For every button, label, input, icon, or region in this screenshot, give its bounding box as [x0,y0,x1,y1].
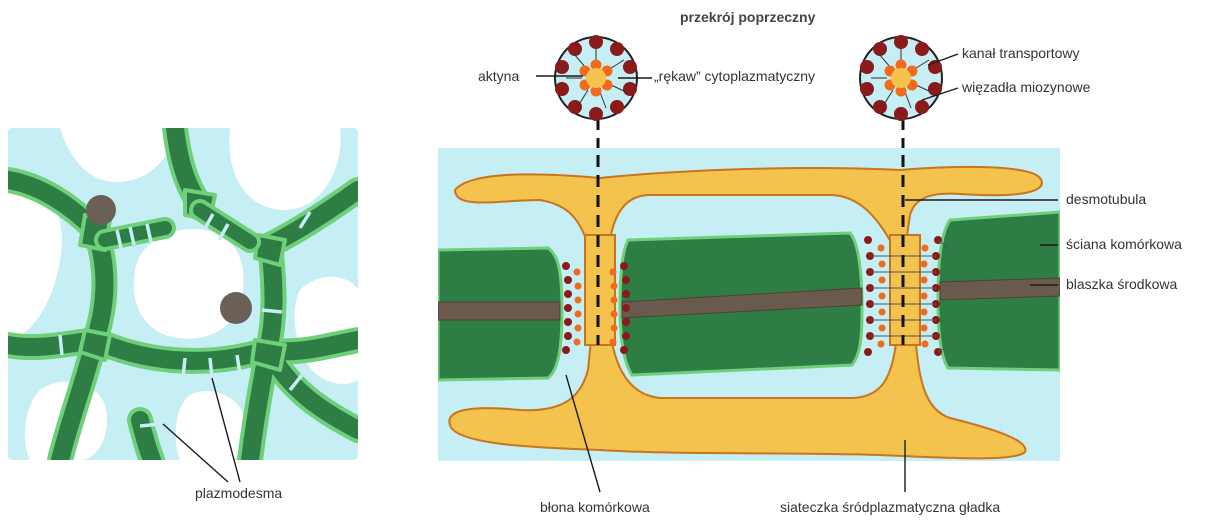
rekaw-label: „rękaw” cytoplazmatyczny [654,68,815,84]
desmotubula-label: desmotubula [1066,191,1146,207]
siateczka-label: siateczka śródplazmatyczna gładka [780,499,1000,515]
er-channel-left [585,235,615,345]
kanal-label: kanał transportowy [962,45,1080,61]
tissue-overview-panel: plazmodesma [8,128,358,501]
nucleus [86,195,116,225]
nucleus [220,292,252,324]
blaszka-label: blaszka środkowa [1066,276,1177,292]
longitudinal-section-panel [438,118,1060,461]
er-channel-right [890,235,920,345]
wiezadla-label: więzadła miozynowe [961,79,1091,95]
vacuole [134,229,244,339]
diagram-title: przekrój poprzeczny [680,9,816,25]
middle-lamella [438,302,560,320]
sciana-label: ściana komórkowa [1066,236,1182,252]
blona-label: błona komórkowa [540,499,650,515]
middle-lamella [940,278,1060,300]
aktyna-label: aktyna [478,68,519,84]
plazmodesma-label: plazmodesma [195,485,282,501]
cross-section-right [860,35,942,121]
